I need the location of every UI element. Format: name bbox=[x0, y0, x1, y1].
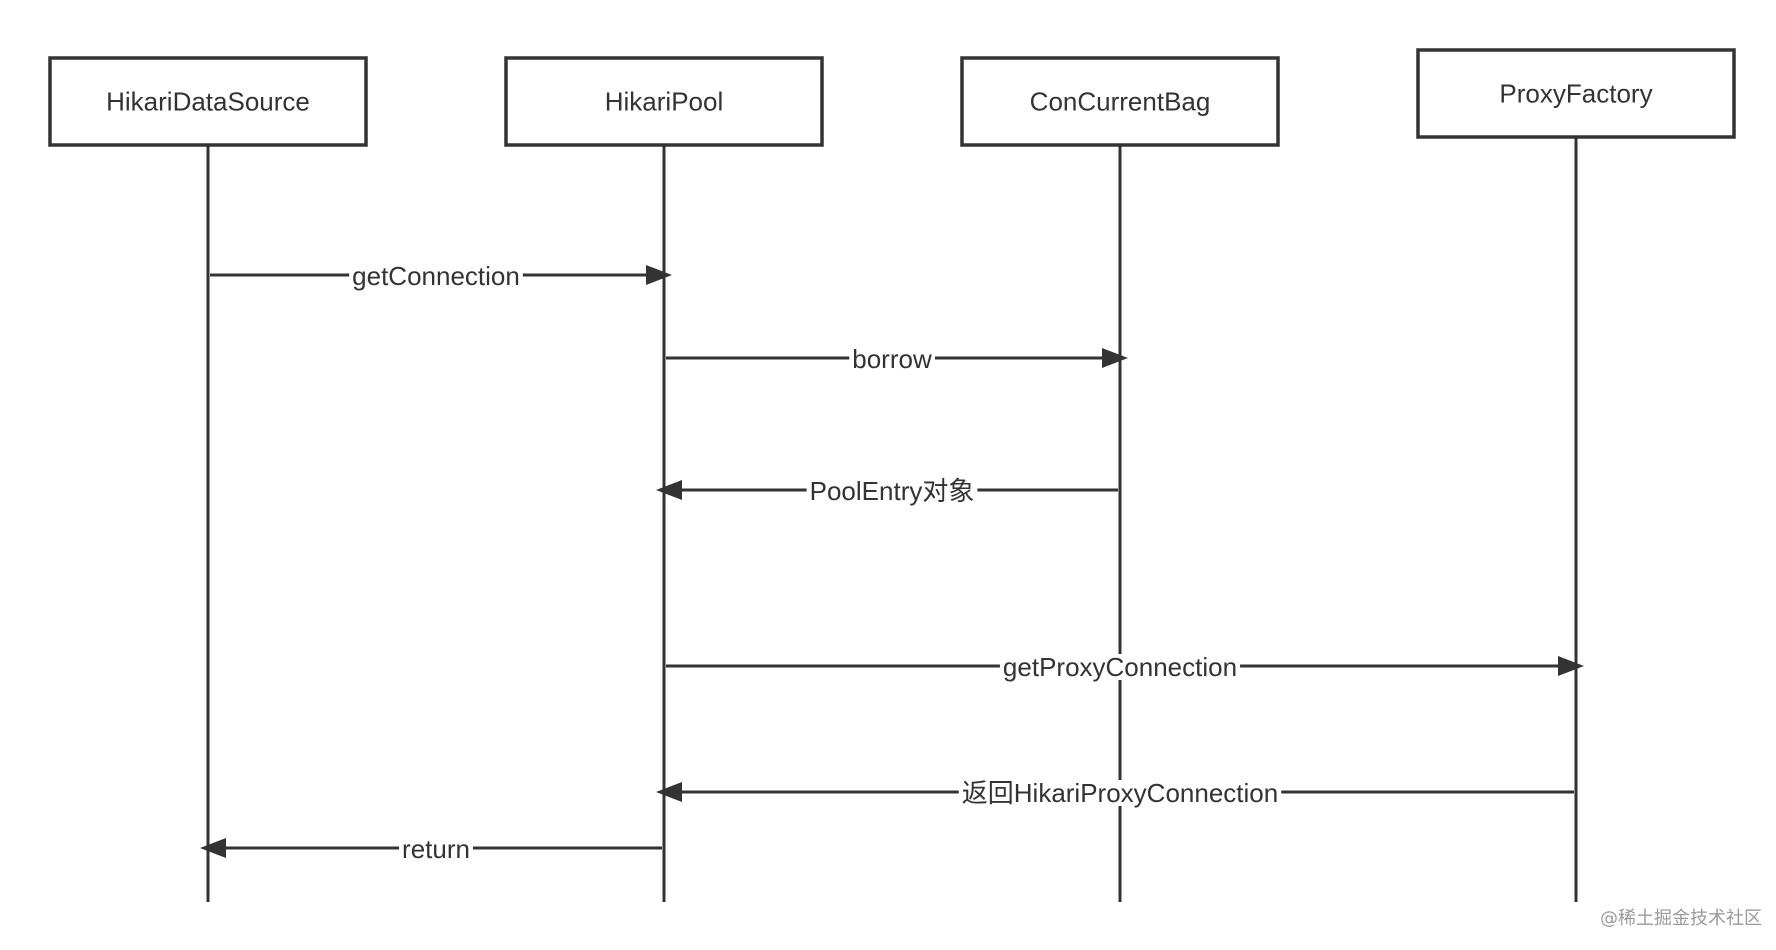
watermark-text: @稀土掘金技术社区 bbox=[1600, 908, 1762, 929]
arrow-head bbox=[1102, 348, 1128, 368]
message-label-background bbox=[399, 836, 473, 862]
message-label-background bbox=[958, 780, 1282, 806]
message-5: 返回HikariProxyConnection bbox=[656, 778, 1574, 808]
message-label: return bbox=[402, 834, 470, 864]
message-label-background bbox=[849, 346, 935, 372]
message-label: 返回HikariProxyConnection bbox=[962, 778, 1278, 808]
message-1: getConnection bbox=[210, 261, 672, 291]
message-label-background bbox=[349, 263, 523, 289]
participant-label: HikariDataSource bbox=[106, 87, 310, 117]
participant-bag: ConCurrentBag bbox=[960, 56, 1280, 147]
arrow-head bbox=[646, 265, 672, 285]
participant-proxy: ProxyFactory bbox=[1416, 48, 1736, 139]
message-6: return bbox=[200, 834, 662, 864]
participant-label: ConCurrentBag bbox=[1030, 87, 1211, 117]
message-3: PoolEntry对象 bbox=[656, 476, 1118, 506]
arrow-head bbox=[656, 782, 682, 802]
arrow-head bbox=[656, 480, 682, 500]
arrow-head bbox=[200, 838, 226, 858]
message-label: borrow bbox=[852, 344, 932, 374]
arrow-head bbox=[1558, 656, 1584, 676]
message-2: borrow bbox=[666, 344, 1128, 374]
message-label-background bbox=[806, 478, 978, 504]
message-label-background bbox=[999, 654, 1241, 680]
participant-box bbox=[48, 56, 368, 147]
participant-box bbox=[1416, 48, 1736, 139]
message-label: getConnection bbox=[352, 261, 520, 291]
participant-box bbox=[960, 56, 1280, 147]
participant-pool: HikariPool bbox=[504, 56, 824, 147]
participants: HikariDataSource HikariPool ConCurrentBag P… bbox=[48, 48, 1736, 147]
participant-label: ProxyFactory bbox=[1499, 79, 1652, 109]
lifelines bbox=[206, 137, 1578, 902]
message-label: getProxyConnection bbox=[1003, 652, 1237, 682]
participant-box bbox=[504, 56, 824, 147]
participant-label: HikariPool bbox=[605, 87, 724, 117]
message-4: getProxyConnection bbox=[666, 652, 1584, 682]
message-label: PoolEntry对象 bbox=[810, 476, 975, 506]
participant-hds: HikariDataSource bbox=[48, 56, 368, 147]
